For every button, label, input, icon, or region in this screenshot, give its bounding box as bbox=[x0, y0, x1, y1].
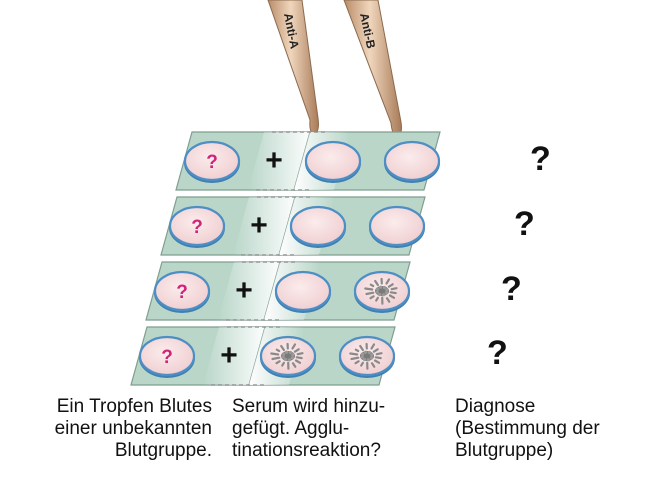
caption-line: einer unbekannten bbox=[54, 418, 212, 439]
unknown-sample-question-mark: ? bbox=[191, 217, 203, 238]
unknown-sample-question-mark: ? bbox=[206, 152, 218, 173]
anti-a-drop bbox=[304, 140, 362, 183]
sample-drop: ? bbox=[153, 270, 211, 313]
slide-row: ?+ bbox=[160, 196, 426, 256]
diagnosis-question-mark: ? bbox=[487, 334, 508, 372]
diagnosis-question-mark: ? bbox=[514, 205, 535, 243]
anti-b-pipette: Anti-B bbox=[343, 0, 402, 137]
anti-b-drop bbox=[353, 270, 411, 313]
slide-rows: ?+?+?+?+ bbox=[130, 131, 441, 386]
sample-drop: ? bbox=[138, 335, 196, 378]
caption-line: Blutgruppe) bbox=[455, 440, 554, 461]
sample-drop: ? bbox=[168, 205, 226, 248]
plus-sign: + bbox=[220, 339, 238, 372]
caption-line: Serum wird hinzu- bbox=[232, 396, 386, 417]
anti-b-drop bbox=[383, 140, 441, 183]
anti-b-drop bbox=[368, 205, 426, 248]
slide-row: ?+ bbox=[145, 261, 411, 321]
unknown-sample-question-mark: ? bbox=[176, 282, 188, 303]
diagnosis-question-mark: ? bbox=[501, 270, 522, 308]
sample-drop: ? bbox=[183, 140, 241, 183]
anti-a-pipette: Anti-A bbox=[267, 0, 319, 135]
caption-line: Blutgruppe. bbox=[114, 440, 212, 461]
caption-line: gefügt. Agglu- bbox=[232, 418, 350, 439]
caption-line: tinationsreaktion? bbox=[232, 440, 381, 461]
unknown-sample-question-mark: ? bbox=[161, 347, 173, 368]
anti-a-label: Anti-A bbox=[281, 12, 302, 50]
plus-sign: + bbox=[250, 209, 268, 242]
caption-line: Ein Tropfen Blutes bbox=[56, 396, 212, 417]
plus-sign: + bbox=[265, 144, 283, 177]
anti-a-drop bbox=[259, 335, 317, 378]
caption-sample: Ein Tropfen Blutes einer unbekannten Blu… bbox=[0, 396, 212, 462]
caption-serum: Serum wird hinzu- gefügt. Agglu- tinatio… bbox=[232, 396, 432, 462]
plus-sign: + bbox=[235, 274, 253, 307]
anti-b-drop bbox=[338, 335, 396, 378]
anti-a-drop bbox=[274, 270, 332, 313]
caption-diagnosis: Diagnose (Bestimmung der Blutgruppe) bbox=[455, 396, 645, 462]
slide-row: ?+ bbox=[175, 131, 441, 191]
anti-a-drop bbox=[289, 205, 347, 248]
caption-line: Diagnose bbox=[455, 396, 536, 417]
diagnosis-question-mark: ? bbox=[530, 140, 551, 178]
caption-line: (Bestimmung der bbox=[455, 418, 600, 439]
slide-row: ?+ bbox=[130, 326, 396, 386]
